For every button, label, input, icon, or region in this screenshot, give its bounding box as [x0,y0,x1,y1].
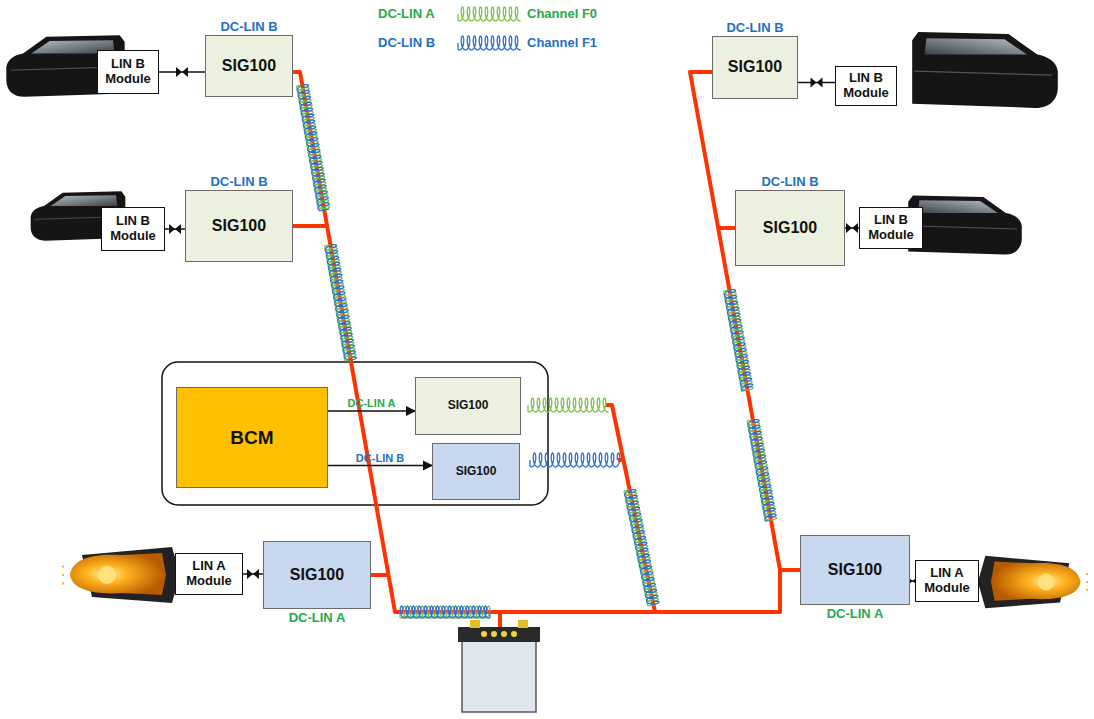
connector [328,465,432,466]
box-label: LIN B Module [865,213,917,243]
lin-module-box: LIN B Module [835,66,897,106]
box-label: SIG100 [290,566,344,584]
box-label: LIN B Module [103,57,153,87]
box-label: LIN B Module [841,71,891,101]
channel-heading: DC-LIN B [220,19,277,34]
connector-line [328,465,432,467]
coil [400,606,490,618]
coil [297,85,329,211]
box-label: LIN A Module [181,559,237,589]
coil [325,245,356,361]
coil [748,420,776,521]
lin-module-box: LIN B Module [97,50,159,94]
bcm-box: BCM [176,387,328,488]
coil [625,490,659,605]
edge-label: DC-LIN B [356,452,404,464]
connector [243,569,263,579]
coil [530,453,620,467]
car-door [908,195,1022,254]
battery [458,620,540,712]
channel-heading: DC-LIN B [726,20,783,35]
coil [325,245,356,360]
sig100-box: SIG100 [415,377,521,435]
box-label: SIG100 [212,217,266,235]
sig100-box: DC-LIN BSIG100 [735,190,845,266]
box-label: SIG100 [448,399,489,413]
coil [400,606,490,618]
lin-module-box: LIN A Module [175,553,243,595]
connector [328,411,415,412]
box-label: LIN A Module [921,566,973,596]
coil [624,490,658,606]
coil [724,290,752,391]
plug-connector [176,67,188,77]
channel-heading: DC-LIN A [827,606,884,621]
sig100-box: DC-LIN BSIG100 [185,190,293,262]
lin-module-box: LIN B Module [859,207,923,249]
box-label: SIG100 [828,561,882,579]
car-door [912,32,1058,108]
lin-module-box: LIN A Module [915,560,979,602]
legend-text: DC-LIN B [378,35,435,50]
plug-connector [846,223,858,233]
lamp [52,547,180,603]
coil [528,398,608,412]
channel-label: Channel F1 [527,35,597,50]
box-label: BCM [230,427,273,449]
connector [798,78,835,88]
edge-label: DC-LIN A [348,397,396,409]
box-label: LIN B Module [107,214,159,244]
plug-connector [169,224,181,234]
coil [458,36,520,50]
box-label: SIG100 [222,57,276,75]
channel-heading: DC-LIN B [761,174,818,189]
sig100-box: SIG100DC-LIN A [800,535,910,605]
box-label: SIG100 [456,465,497,479]
box-label: SIG100 [763,219,817,237]
sig100-box: DC-LIN BSIG100 [712,36,798,99]
plug-connector [247,569,259,579]
legend-text: DC-LIN A [378,6,435,21]
signal-coils [297,7,777,618]
coil [458,7,520,21]
channel-heading: DC-LIN B [210,174,267,189]
box-label: SIG100 [728,58,782,76]
channel-heading: DC-LIN A [289,610,346,625]
lin-module-box: LIN B Module [101,207,165,251]
sig100-box: SIG100DC-LIN A [263,541,371,609]
channel-label: Channel F0 [527,6,597,21]
connector-line [328,410,415,412]
plug-connector [811,78,823,88]
sig100-box: SIG100 [432,443,520,500]
connector [845,223,859,233]
connector [165,224,185,234]
connector [159,67,205,77]
lamp [978,556,1094,608]
sig100-box: DC-LIN BSIG100 [205,35,293,97]
